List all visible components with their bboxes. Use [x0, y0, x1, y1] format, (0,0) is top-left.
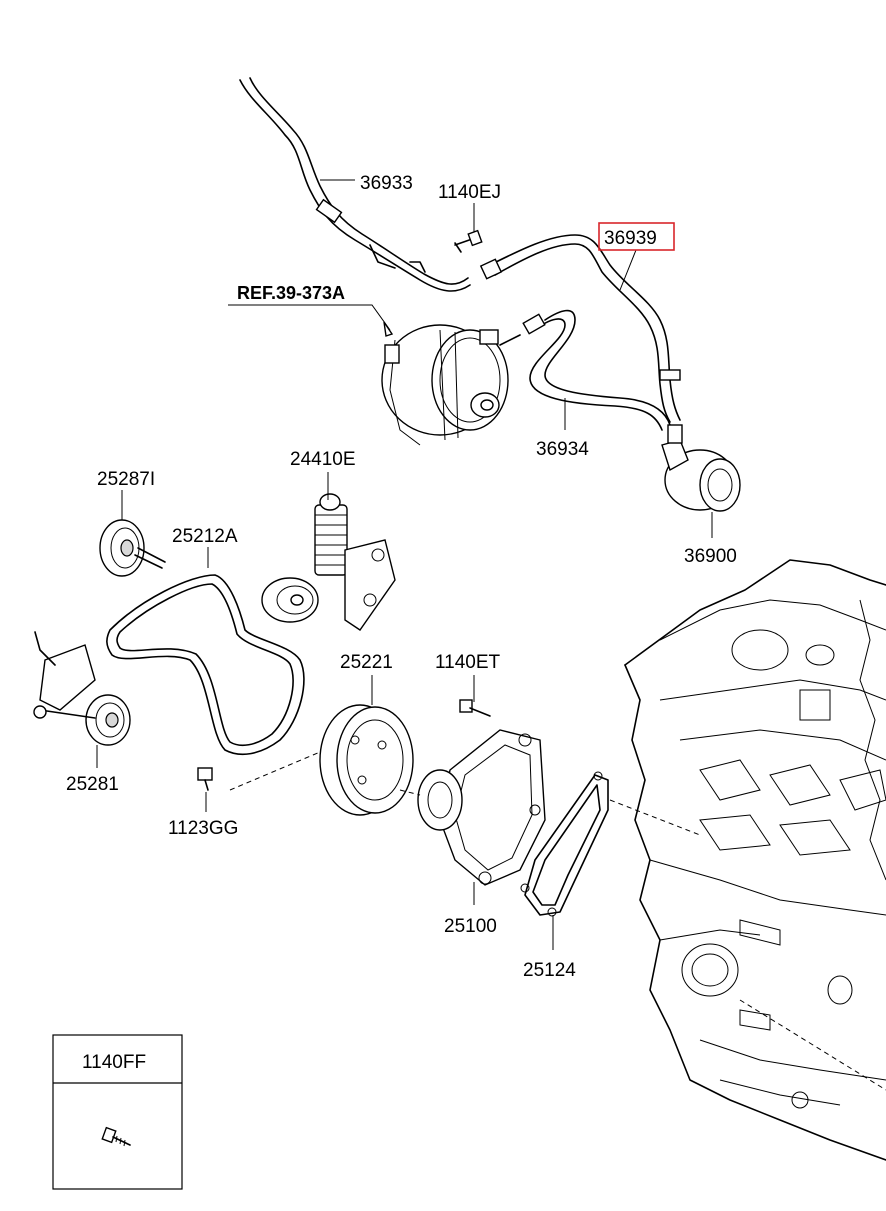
bolt-1140ET	[459, 699, 491, 717]
label-25281[interactable]: 25281	[66, 774, 119, 795]
label-25287I[interactable]: 25287I	[97, 469, 155, 490]
electric-water-pump	[661, 424, 741, 512]
engine-block	[624, 559, 886, 1161]
water-pump	[417, 729, 546, 886]
drive-belt	[106, 574, 305, 756]
label-24410E[interactable]: 24410E	[290, 449, 356, 470]
hose-36934	[522, 309, 671, 431]
assembly-lines	[229, 751, 886, 1091]
hose-36939	[479, 234, 681, 423]
auto-tensioner	[261, 493, 396, 631]
label-ref[interactable]: REF.39-373A	[237, 283, 345, 303]
water-pump-pulley	[319, 704, 414, 816]
bolt-1140FF-icon	[101, 1126, 131, 1147]
leader-lines	[96, 179, 713, 950]
bolt-1140EJ	[454, 229, 483, 253]
bolt-1123GG	[197, 767, 213, 791]
part-labels: 36933 1140EJ 36939 REF.39-373A 36934 369…	[66, 173, 737, 981]
tensioner-assy	[33, 631, 131, 746]
gasket	[520, 771, 609, 917]
label-25124[interactable]: 25124	[523, 960, 576, 981]
alternator	[381, 324, 521, 446]
label-25100[interactable]: 25100	[444, 916, 497, 937]
label-1140EJ[interactable]: 1140EJ	[438, 182, 501, 203]
ref-arrowhead	[383, 321, 394, 337]
label-36900[interactable]: 36900	[684, 546, 737, 567]
label-1140ET[interactable]: 1140ET	[435, 652, 501, 673]
highlight-box	[598, 222, 675, 251]
label-36939[interactable]: 36939	[604, 228, 657, 249]
legend-box: 1140FF	[52, 1034, 183, 1190]
label-1123GG[interactable]: 1123GG	[168, 818, 238, 839]
idler-pulley	[99, 519, 166, 577]
hose-36933	[239, 77, 471, 292]
label-36933[interactable]: 36933	[360, 173, 413, 194]
label-36934[interactable]: 36934	[536, 439, 589, 460]
label-25212A[interactable]: 25212A	[172, 526, 238, 547]
legend-part-number[interactable]: 1140FF	[82, 1052, 146, 1073]
label-25221[interactable]: 25221	[340, 652, 393, 673]
